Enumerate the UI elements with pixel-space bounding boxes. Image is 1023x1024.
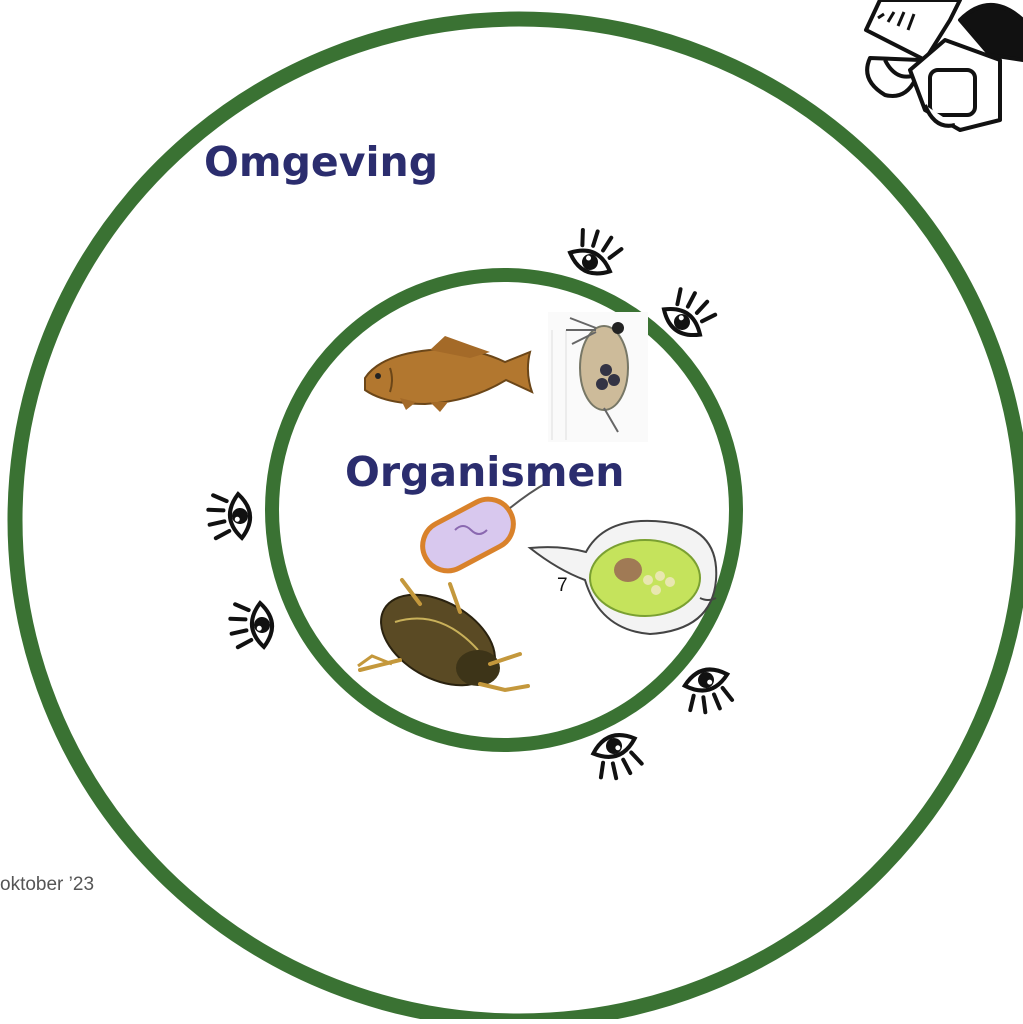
outer-ring-label: Omgeving [204,138,438,186]
fish-icon [365,336,532,412]
footer-date: oktober ’23 [0,874,94,896]
eye-icon [207,492,252,540]
eye-icon [566,225,624,281]
eye-icon [681,665,735,716]
water-beetle-icon [358,576,528,704]
bacterium-icon [414,482,548,580]
eye-icon [589,729,645,783]
inner-ring-label: Organismen [345,448,624,496]
figure-number-label: 7 [557,575,568,597]
water-flea-icon [548,312,648,442]
outer-ring [15,19,1023,1019]
eye-icon [229,601,274,649]
microscope-icon [866,0,1023,130]
